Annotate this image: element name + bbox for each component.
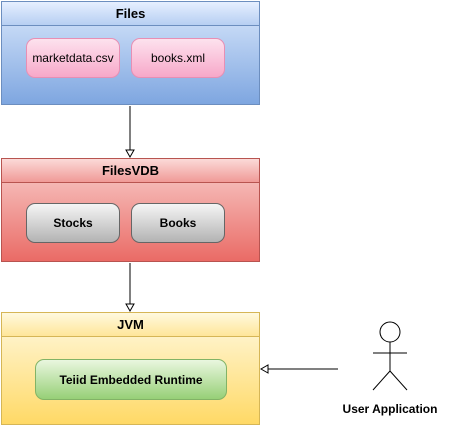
filesvdb-container: FilesVDB Stocks Books	[1, 158, 260, 262]
teiid-runtime-node[interactable]: Teiid Embedded Runtime	[35, 359, 227, 400]
jvm-container: JVM Teiid Embedded Runtime	[1, 312, 260, 425]
books-model-node[interactable]: Books	[131, 203, 225, 243]
files-container: Files marketdata.csv books.xml	[1, 1, 260, 105]
jvm-title: JVM	[2, 313, 259, 337]
books-xml-file-node[interactable]: books.xml	[131, 38, 225, 78]
marketdata-file-node[interactable]: marketdata.csv	[26, 38, 120, 78]
user-application-label: User Application	[342, 402, 438, 416]
user-actor-icon[interactable]	[372, 321, 408, 391]
stocks-model-node[interactable]: Stocks	[26, 203, 120, 243]
filesvdb-title: FilesVDB	[2, 159, 259, 183]
files-title: Files	[2, 2, 259, 26]
